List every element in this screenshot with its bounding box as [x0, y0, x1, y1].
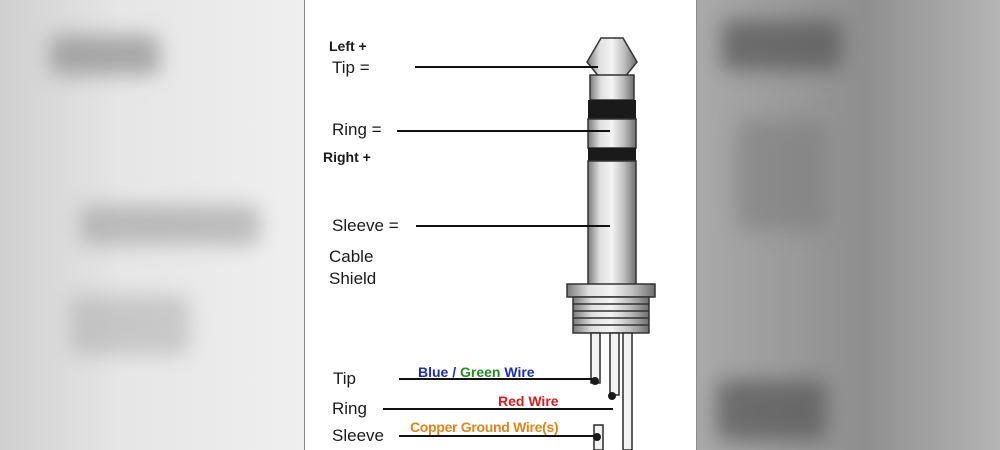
jack-diagram [383, 37, 656, 450]
label-tip: Tip [333, 369, 356, 388]
insulator-band [588, 148, 636, 161]
blurred-shape [722, 20, 842, 70]
label-right-plus: Right + [323, 149, 371, 165]
label-cable: Cable [329, 247, 374, 266]
solder-point-tip [591, 377, 599, 385]
wire-label-wire-word: Wire [500, 364, 535, 380]
wire-label-blue: Blue [418, 364, 449, 380]
blurred-background-left [0, 0, 304, 450]
label-sleeve: Sleeve [332, 426, 384, 445]
label-left-plus: Left + [329, 38, 367, 54]
blurred-shape [737, 120, 827, 230]
blurred-shape [80, 205, 260, 245]
blurred-shape [717, 380, 827, 440]
plug-ring [587, 118, 637, 149]
plug-tip [586, 37, 638, 79]
wire-label-slash: / [448, 364, 461, 380]
diagram-panel: Left + Tip = Ring = Right + Sleeve = Cab… [304, 0, 697, 450]
plug-tip-neck [589, 74, 635, 101]
label-tip-eq: Tip = [332, 58, 370, 77]
terminal-lugs [590, 332, 633, 450]
plug-sleeve [587, 160, 637, 286]
plug-threads [572, 296, 650, 334]
wire-label-red: Red Wire [498, 393, 559, 409]
blurred-background-right [697, 0, 1000, 450]
blurred-shape [50, 35, 160, 75]
blurred-shape [70, 295, 190, 355]
insulator-band [588, 100, 636, 119]
label-sleeve-eq: Sleeve = [332, 216, 399, 235]
wire-label-copper: Copper Ground Wire(s) [410, 419, 559, 435]
plug-collar [566, 283, 656, 298]
label-ring-eq: Ring = [332, 120, 382, 139]
label-shield: Shield [329, 269, 377, 288]
solder-point-ring [608, 392, 616, 400]
wire-label-blue-green: Blue / Green Wire [418, 365, 535, 379]
wire-label-green: Green [460, 364, 501, 380]
label-ring: Ring [332, 399, 367, 418]
